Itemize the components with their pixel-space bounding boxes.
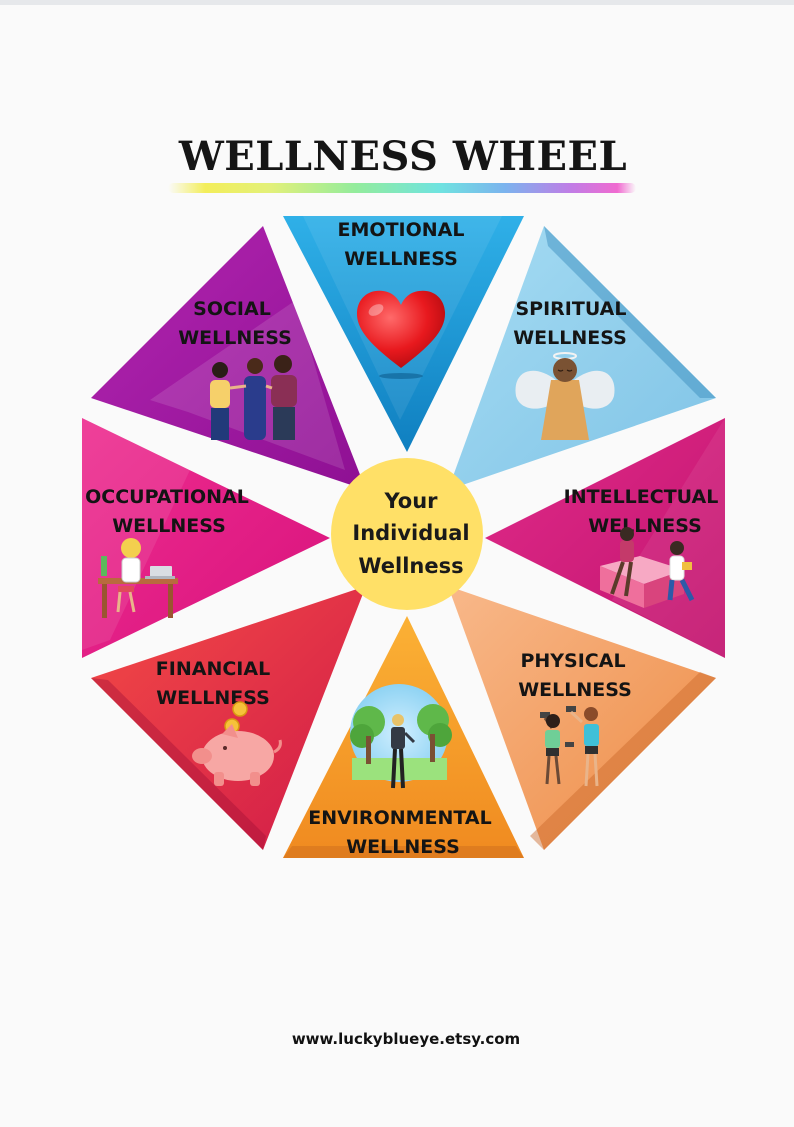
segment-spiritual [448,226,716,490]
intellectual-label-line2: WELLNESS [588,515,702,537]
occupational-label-line1: OCCUPATIONAL [85,486,249,508]
emotional-label-line1: EMOTIONAL [338,219,465,241]
exercising-people-icon [540,706,599,787]
segment-occupational-shape [82,418,330,658]
segment-spiritual-shape [448,226,716,490]
social-label-line2: WELLNESS [178,327,292,349]
rainbow-underline [168,183,636,193]
segment-financial-shape [91,586,366,850]
occupational-label-line2: WELLNESS [112,515,226,537]
angel-icon [515,352,615,440]
physical-label-line2: WELLNESS [518,679,632,701]
segment-occupational [82,418,330,658]
office-worker-icon [98,538,178,618]
piggy-bank-icon [192,701,282,786]
footer-url[interactable]: www.luckyblueye.etsy.com [291,1030,521,1048]
spiritual-label-line1: SPIRITUAL [516,298,627,320]
person-in-park-icon [350,684,452,789]
center-label-line1: Your [383,489,438,513]
financial-label-line1: FINANCIAL [156,658,270,680]
segment-physical-shape [448,586,716,850]
center-label-line2: Individual [352,521,469,545]
segment-physical [448,586,716,850]
spiritual-label-line2: WELLNESS [513,327,627,349]
environmental-label-line2: WELLNESS [346,836,460,858]
segment-social-shape [91,226,366,490]
center-label-line3: Wellness [358,554,463,578]
heart-icon [356,290,446,379]
financial-label-line2: WELLNESS [156,687,270,709]
social-label-line1: SOCIAL [193,298,271,320]
intellectual-label-line1: INTELLECTUAL [564,486,719,508]
center-circle [331,458,483,610]
emotional-label-line2: WELLNESS [344,248,458,270]
group-of-friends-icon [210,355,297,440]
environmental-label-line1: ENVIRONMENTAL [308,807,491,829]
physical-label-line1: PHYSICAL [520,650,625,672]
segment-financial [91,586,366,850]
poster-title: WELLNESS WHEEL [178,133,628,180]
students-reading-icon [600,527,695,608]
